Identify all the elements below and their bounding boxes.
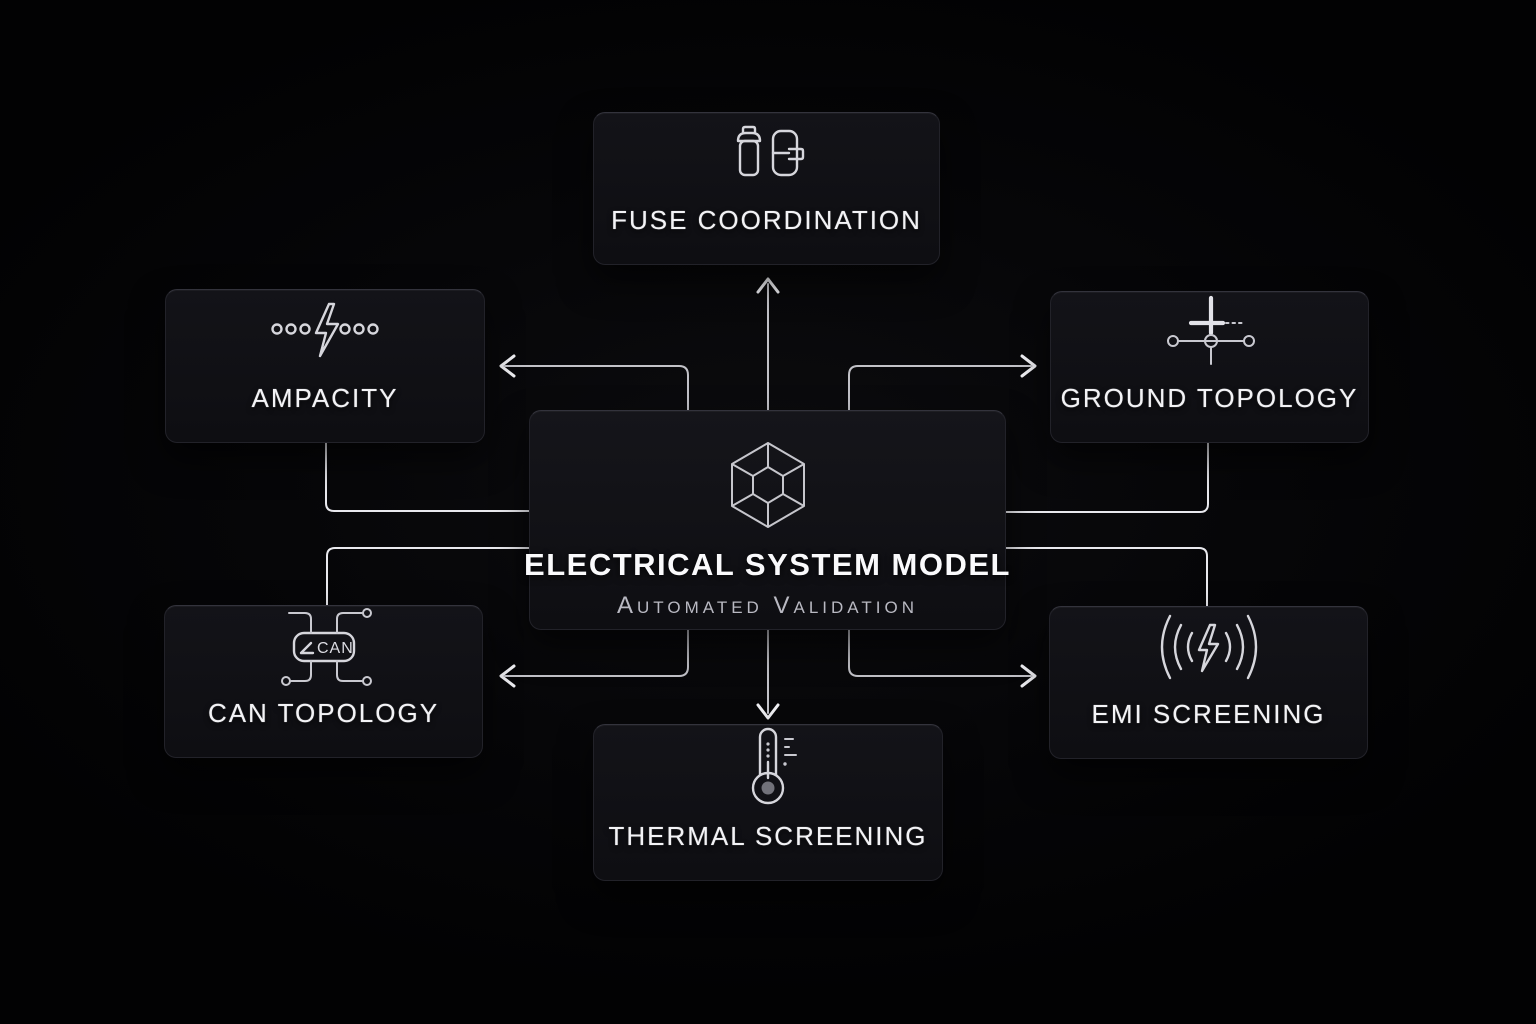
can-bus-node-icon: CAN [165,606,482,686]
ground-symbol-icon [1051,292,1368,370]
connector-center-to-emi-plain [1005,547,1208,607]
node-label-ground-topology: GROUND TOPOLOGY [1060,383,1359,413]
connector-center-to-can-plain [326,547,530,606]
node-thermal-screening: THERMAL SCREENING [593,724,943,881]
lightning-bolt-dots-icon [166,290,484,370]
node-electrical-system-model: ELECTRICAL SYSTEM MODEL Automated Valida… [524,410,1009,630]
node-label-ampacity: AMPACITY [251,383,399,413]
cube-wireframe-icon [718,437,818,533]
connector-center-to-ground [848,354,1037,411]
connector-ground-to-center [1005,442,1209,513]
fuse-pair-icon [594,113,939,192]
connector-center-to-ampacity [499,354,689,411]
emi-waves-bolt-icon [1050,607,1367,686]
node-label-thermal-screening: THERMAL SCREENING [608,821,928,851]
connector-center-to-can [499,629,689,688]
center-subtitle: Automated Validation [617,592,918,619]
connector-ampacity-to-center [325,442,530,512]
node-fuse-coordination: FUSE COORDINATION [593,112,940,265]
node-can-topology: CAN CAN TOPOLOGY [164,605,483,758]
connector-center-to-fuse [756,277,780,411]
node-ampacity: AMPACITY [165,289,485,443]
node-label-emi-screening: EMI SCREENING [1091,699,1326,729]
node-label-can-topology: CAN TOPOLOGY [207,698,440,728]
center-title: ELECTRICAL SYSTEM MODEL [524,547,1011,582]
connector-center-to-emi [848,629,1037,688]
connector-center-to-thermal [756,629,780,720]
node-emi-screening: EMI SCREENING [1049,606,1368,759]
node-ground-topology: GROUND TOPOLOGY [1050,291,1369,443]
thermometer-icon [594,725,942,808]
node-label-fuse-coordination: FUSE COORDINATION [611,205,922,235]
can-icon-text: CAN [317,640,354,657]
